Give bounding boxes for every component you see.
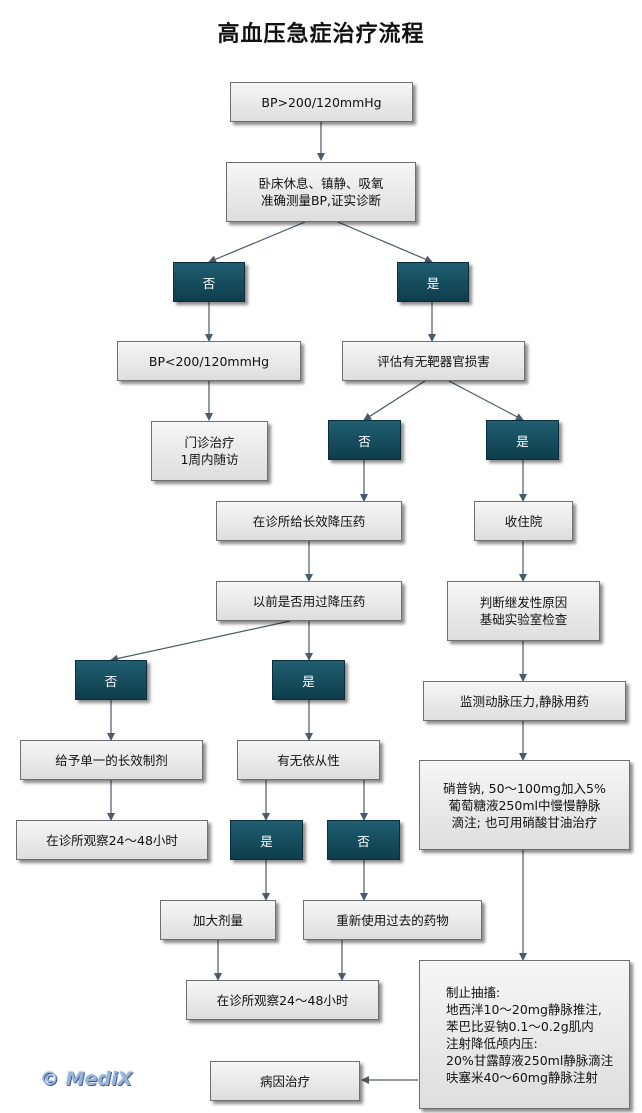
node-used-before: 以前是否用过降压药: [216, 581, 402, 621]
node-bp-low: BP<200/120mmHg: [117, 341, 301, 381]
decision-no-2: 否: [328, 420, 401, 460]
decision-no-1: 否: [173, 262, 245, 302]
decision-no-4: 否: [327, 820, 400, 860]
decision-no-3: 否: [75, 660, 147, 700]
arrow-usedbefore-to-no3: [110, 620, 291, 663]
node-stop-convulsion: 制止抽搐: 地西泮10～20mg静脉推注, 苯巴比妥钠0.1～0.2g肌内 注射…: [419, 960, 630, 1109]
node-assess-organ-damage: 评估有无靶器官损害: [342, 341, 525, 381]
decision-yes-4: 是: [230, 820, 303, 860]
arrow-assess-to-yes2: [448, 380, 524, 421]
node-nitroprusside: 硝普钠, 50～100mg加入5% 葡萄糖液250ml中慢慢静脉 滴注; 也可用…: [419, 760, 630, 850]
arrow-bedrest-to-no1: [208, 221, 306, 263]
decision-yes-2: 是: [486, 420, 559, 460]
arrow-assess-to-no2: [363, 380, 426, 421]
decision-yes-1: 是: [397, 262, 469, 302]
node-bp-high: BP>200/120mmHg: [230, 82, 413, 122]
node-admit: 收住院: [474, 501, 573, 541]
node-etiology-treatment: 病因治疗: [210, 1061, 360, 1101]
node-compliance: 有无依从性: [237, 740, 380, 780]
node-bedrest-confirm: 卧床休息、镇静、吸氧 准确测量BP,证实诊断: [226, 162, 416, 222]
node-observe-2: 在诊所观察24～48小时: [186, 980, 379, 1020]
medix-logo: © MediX: [40, 1068, 133, 1090]
chart-title: 高血压急症治疗流程: [217, 21, 425, 47]
node-clinic-long-acting: 在诊所给长效降压药: [216, 501, 402, 541]
arrow-bedrest-to-yes1: [337, 221, 433, 263]
node-single-long-acting: 给予单一的长效制剂: [20, 740, 203, 780]
node-observe-1: 在诊所观察24～48小时: [16, 820, 208, 860]
node-secondary-cause: 判断继发性原因 基础实验室检查: [447, 581, 600, 641]
node-reuse-drug: 重新使用过去的药物: [303, 900, 482, 940]
node-increase-dose: 加大剂量: [160, 900, 276, 940]
decision-yes-3: 是: [272, 660, 345, 700]
node-outpatient: 门诊治疗 1周内随访: [151, 421, 268, 481]
node-monitor-iv: 监测动脉压力,静脉用药: [423, 681, 626, 721]
